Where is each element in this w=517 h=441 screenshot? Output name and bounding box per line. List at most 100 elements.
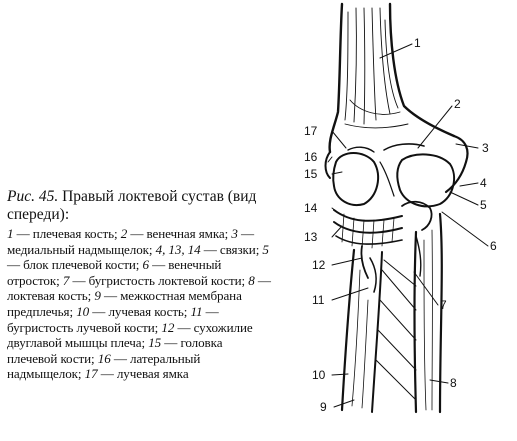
legend-dash: — — [161, 335, 181, 351]
humerus-outline — [328, 2, 344, 154]
legend-text: сухожилие двуглавой мышцы плеча; — [7, 319, 253, 351]
legend-number: 8 — [248, 272, 255, 288]
legend-text: плечевая кость; — [32, 226, 121, 241]
label-10: 10 — [312, 368, 326, 382]
caption-title: Рис. 45. Правый локтевой сустав (вид спе… — [7, 188, 275, 224]
elbow-joint-drawing: 1 2 3 4 5 6 7 8 9 10 11 12 13 14 15 16 1… — [304, 2, 497, 414]
label-16: 16 — [304, 150, 318, 164]
label-5: 5 — [480, 198, 487, 212]
legend-item: 5 — блок плечевой кости; — [7, 242, 269, 273]
legend-dash: — — [7, 257, 24, 273]
label-8: 8 — [450, 376, 457, 390]
label-12: 12 — [312, 258, 326, 272]
legend-item: 1 — плечевая кость; — [7, 226, 121, 241]
legend-text: связки; — [219, 241, 263, 257]
legend-item: 12 — сухожилие двуглавой мышцы плеча; — [7, 320, 253, 351]
legend-dash: — — [200, 241, 220, 257]
legend-item: 8 — локтевая кость; — [7, 273, 271, 304]
legend-dash: — — [13, 226, 33, 241]
legend-text: межкостная мембрана предплечья; — [7, 288, 242, 319]
label-7: 7 — [440, 298, 447, 312]
label-6: 6 — [490, 239, 497, 253]
coronoid-fossa — [383, 143, 425, 151]
figure-title: Правый локтевой сустав (вид спереди): — [7, 188, 257, 223]
legend-number: 2 — [120, 226, 128, 241]
legend-dash: — — [127, 226, 147, 241]
radius-hatching — [351, 269, 369, 409]
legend-number: 10 — [76, 303, 90, 319]
legend-number: 16 — [97, 350, 111, 366]
radial-fossa — [347, 146, 375, 153]
legend-number: 15 — [148, 335, 162, 351]
legend-number: 9 — [94, 288, 101, 304]
coronoid-process — [401, 200, 433, 231]
legend-number: 17 — [84, 366, 98, 382]
legend-dash: — — [254, 272, 271, 288]
biceps-tendon — [360, 245, 369, 279]
legend-dash: — — [148, 257, 169, 273]
label-4: 4 — [480, 176, 487, 190]
legend-dash: — — [89, 303, 109, 319]
trochlea-groove — [379, 161, 395, 197]
legend-text: венечная ямка; — [146, 226, 232, 241]
elbow-joint-illustration: 1 2 3 4 5 6 7 8 9 10 11 12 13 14 15 16 1… — [290, 0, 517, 441]
trochlea — [396, 153, 456, 208]
legend-number: 3 — [231, 226, 238, 241]
ulna-outline — [413, 230, 418, 414]
figure-number: Рис. 45. — [7, 188, 59, 205]
legend-text: медиальный надмыщелок; — [7, 241, 156, 257]
legend-text: лучевая кость; — [108, 303, 191, 319]
legend-dash: — — [100, 288, 121, 304]
legend-item: 3 — медиальный надмыщелок; — [7, 226, 254, 257]
leader-lines — [327, 43, 489, 408]
legend-number: 5 — [262, 241, 269, 257]
legend-item: 9 — межкостная мембрана предплечья; — [7, 288, 242, 319]
legend-item: 6 — венечный отросток; — [7, 257, 221, 288]
label-2: 2 — [454, 97, 461, 111]
interosseous-membrane — [375, 259, 417, 401]
legend-text: латеральный надмыщелок; — [7, 350, 201, 382]
label-14: 14 — [304, 201, 318, 215]
label-1: 1 — [414, 36, 421, 50]
ulnar-tuberosity — [415, 235, 422, 277]
legend-item: 15 — головка плечевой кости; — [7, 335, 223, 366]
label-15: 15 — [304, 167, 318, 181]
label-11: 11 — [312, 293, 325, 307]
legend-item: 7 — бугристость локтевой кости; — [63, 273, 248, 288]
legend-item: 16 — латеральный надмыщелок; — [7, 351, 200, 382]
ulna-outline — [438, 212, 443, 414]
ulna-hatching — [423, 229, 433, 411]
legend-dash: — — [110, 350, 131, 366]
ligament-hatching — [341, 213, 395, 249]
label-9: 9 — [320, 400, 327, 414]
humerus-outline — [388, 2, 456, 138]
label-13: 13 — [304, 230, 318, 244]
legend-number: 1 — [7, 226, 14, 241]
legend-text: лучевая ямка — [116, 366, 189, 382]
legend-item: 2 — венечная ямка; — [121, 226, 232, 241]
humeral-head — [332, 152, 380, 206]
radius-outline — [340, 248, 356, 412]
ligament-band — [335, 235, 403, 245]
legend-dash: — — [174, 319, 194, 335]
legend-number: 6 — [142, 257, 150, 273]
legend-text: блок плечевой кости; — [23, 257, 143, 273]
legend-item: 11 — бугристость лучевой кости; — [7, 304, 219, 335]
label-17: 17 — [304, 124, 318, 138]
legend-dash: — — [237, 226, 254, 241]
legend-item: 17 — лучевая ямка — [85, 366, 189, 381]
legend-item: 10 — лучевая кость; — [76, 304, 190, 319]
legend-number: 7 — [62, 272, 70, 288]
label-3: 3 — [482, 141, 489, 155]
legend-number: 12 — [161, 319, 175, 335]
legend-text: венечный отросток; — [7, 257, 222, 288]
legend-text: бугристость лучевой кости; — [7, 319, 162, 335]
radius-outline — [371, 251, 383, 413]
legend-text: бугристость локтевой кости; — [88, 272, 249, 288]
radial-tuberosity — [369, 257, 377, 293]
legend-text: локтевая кость; — [7, 288, 95, 304]
ligament-band — [333, 221, 403, 234]
humerus-hatching — [344, 7, 409, 129]
figure-caption: Рис. 45. Правый локтевой сустав (вид спе… — [7, 188, 275, 382]
legend-dash: — — [97, 366, 117, 382]
